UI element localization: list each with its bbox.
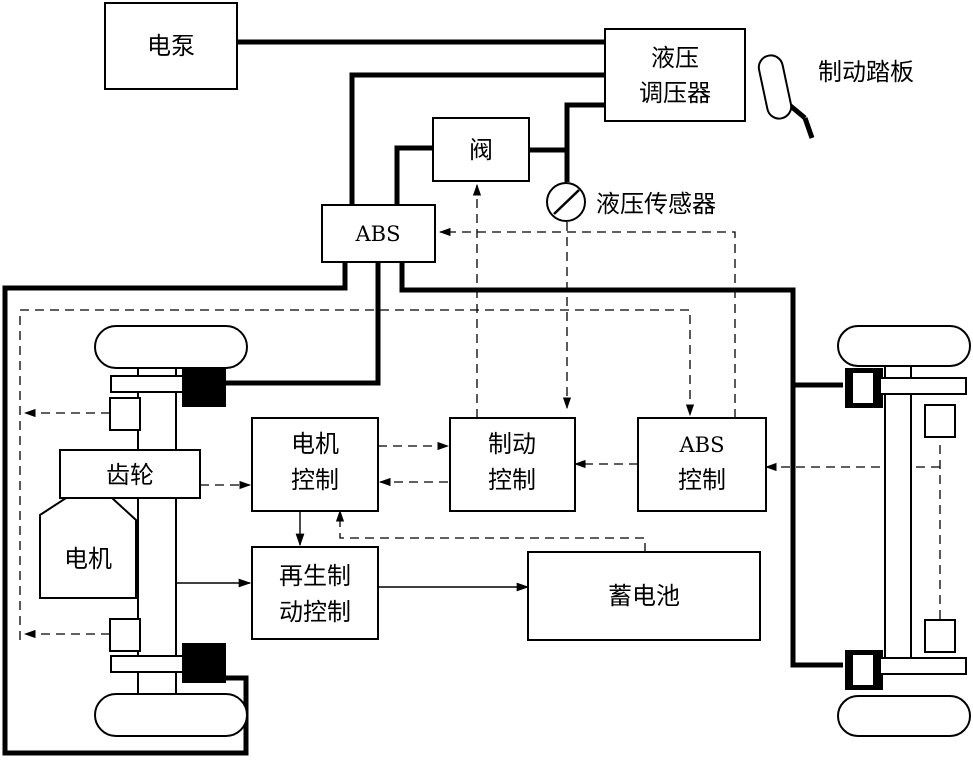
pressure-sensor-label: 液压传感器 xyxy=(596,190,716,218)
regulator-box xyxy=(604,28,746,122)
components xyxy=(59,2,767,641)
regen-label-line2: 动控制 xyxy=(279,598,351,626)
brake-pedal-label: 制动踏板 xyxy=(818,58,914,86)
regen-label-line1: 再生制 xyxy=(279,562,351,590)
signal-lines xyxy=(19,183,941,640)
brake-ctrl-label-line2: 控制 xyxy=(488,466,536,494)
rear-right-caliper-inner xyxy=(853,655,873,685)
valve-box xyxy=(432,117,530,182)
brake-pedal-arm xyxy=(802,117,815,139)
regulator-label-line2: 调压器 xyxy=(639,79,711,107)
battery-box xyxy=(527,551,761,641)
gear-label: 齿轮 xyxy=(106,461,154,489)
pump-box xyxy=(104,2,238,90)
abs-box xyxy=(321,204,436,263)
pump-label: 电泵 xyxy=(147,32,195,60)
left-axle-shaft xyxy=(137,355,177,707)
regulator-label-line1: 液压 xyxy=(651,44,699,72)
abs-front-left-line xyxy=(226,262,381,386)
rear-right-brake-disc xyxy=(879,657,967,675)
abs-ctrl-label-line2: 控制 xyxy=(678,466,726,494)
signal-abs-ctrl-to-abs xyxy=(438,227,736,418)
regulator-to-sensor-line xyxy=(564,102,605,182)
abs-ctrl-label-line1: ABS xyxy=(679,433,725,457)
hydraulic-lines xyxy=(2,39,843,756)
rear-right-wheel xyxy=(837,695,971,737)
abs-ctrl-box xyxy=(637,417,767,512)
front-left-speed-sensor xyxy=(109,397,141,431)
brake-pedal-pad xyxy=(757,54,793,120)
brake-pedal xyxy=(757,54,815,139)
front-right-brake-disc xyxy=(879,377,967,395)
motor-label: 电机 xyxy=(64,545,112,573)
abs-rear-right-line xyxy=(790,385,843,668)
regulator-to-abs-line xyxy=(349,72,605,205)
rear-left-wheel xyxy=(94,693,248,737)
battery-label: 蓄电池 xyxy=(608,582,680,610)
abs-right-circuit-line xyxy=(399,262,843,388)
regen-box xyxy=(251,546,379,640)
right-axle-shaft xyxy=(884,355,912,673)
abs-label: ABS xyxy=(355,222,401,246)
front-left-wheel xyxy=(94,325,248,369)
front-right-speed-sensor xyxy=(924,404,956,438)
front-right-caliper-inner xyxy=(853,373,873,403)
abs-left-circuit-line xyxy=(2,262,348,756)
left-axle-assembly xyxy=(39,325,248,737)
motor-ctrl-label-line2: 控制 xyxy=(291,466,339,494)
gear-box xyxy=(59,449,201,499)
abs-to-valve-line xyxy=(394,145,433,205)
signal-left-to-abs-ctrl xyxy=(19,309,695,640)
labels: 电泵 液压 调压器 制动踏板 阀 液压传感器 ABS 电机 控制 制动 控制 A… xyxy=(64,32,914,626)
rear-left-speed-sensor xyxy=(109,618,141,652)
brake-ctrl-box xyxy=(449,417,576,512)
motor-ctrl-box xyxy=(251,417,379,512)
signal-battery-to-motor-ctrl xyxy=(335,509,646,552)
valve-label: 阀 xyxy=(469,136,493,164)
rear-right-speed-sensor xyxy=(924,619,956,653)
front-right-wheel xyxy=(837,325,971,367)
rear-left-caliper xyxy=(182,643,226,683)
pressure-sensor xyxy=(546,182,586,222)
front-left-caliper xyxy=(182,367,226,407)
motor-ctrl-label-line1: 电机 xyxy=(291,430,339,458)
brake-ctrl-label-line1: 制动 xyxy=(488,430,536,458)
right-axle-assembly xyxy=(837,325,971,737)
